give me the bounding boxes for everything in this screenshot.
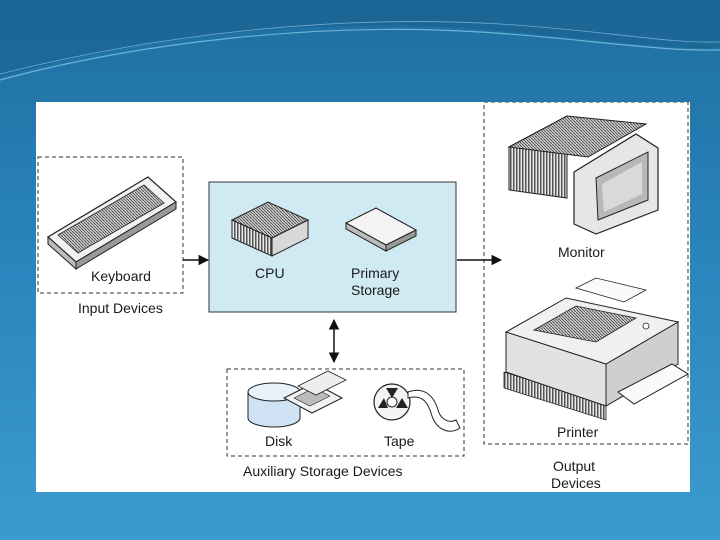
cpu-icon xyxy=(230,201,310,257)
cpu-label: CPU xyxy=(255,265,285,281)
primary-storage-icon xyxy=(344,207,418,252)
floppy-icon xyxy=(282,370,347,414)
monitor-label: Monitor xyxy=(558,244,605,260)
output-devices-label-line1: Output xyxy=(553,458,596,474)
auxiliary-storage-label: Auxiliary Storage Devices xyxy=(243,463,403,479)
input-devices-box xyxy=(37,156,184,294)
diagram-slide: Keyboard Input Devices CPU Primary Stora… xyxy=(36,102,690,492)
header-swoosh xyxy=(0,0,720,81)
tape-icon xyxy=(373,383,461,432)
processing-unit-box xyxy=(208,181,457,313)
auxiliary-storage-box xyxy=(226,368,465,457)
computer-system-diagram xyxy=(37,102,689,457)
keyboard-label: Keyboard xyxy=(91,268,151,284)
disk-label: Disk xyxy=(265,433,293,449)
primary-storage-label-line2: Storage xyxy=(351,282,401,298)
primary-storage-label-line1: Primary xyxy=(351,265,400,281)
printer-label: Printer xyxy=(557,424,599,440)
tape-label: Tape xyxy=(384,433,415,449)
output-devices-box xyxy=(483,102,689,445)
input-devices-label: Input Devices xyxy=(78,300,163,316)
keyboard-icon xyxy=(46,176,178,271)
printer-icon xyxy=(503,277,689,421)
disk-icon xyxy=(247,382,301,428)
monitor-icon xyxy=(507,115,659,235)
output-devices-label-line2: Devices xyxy=(551,475,601,491)
